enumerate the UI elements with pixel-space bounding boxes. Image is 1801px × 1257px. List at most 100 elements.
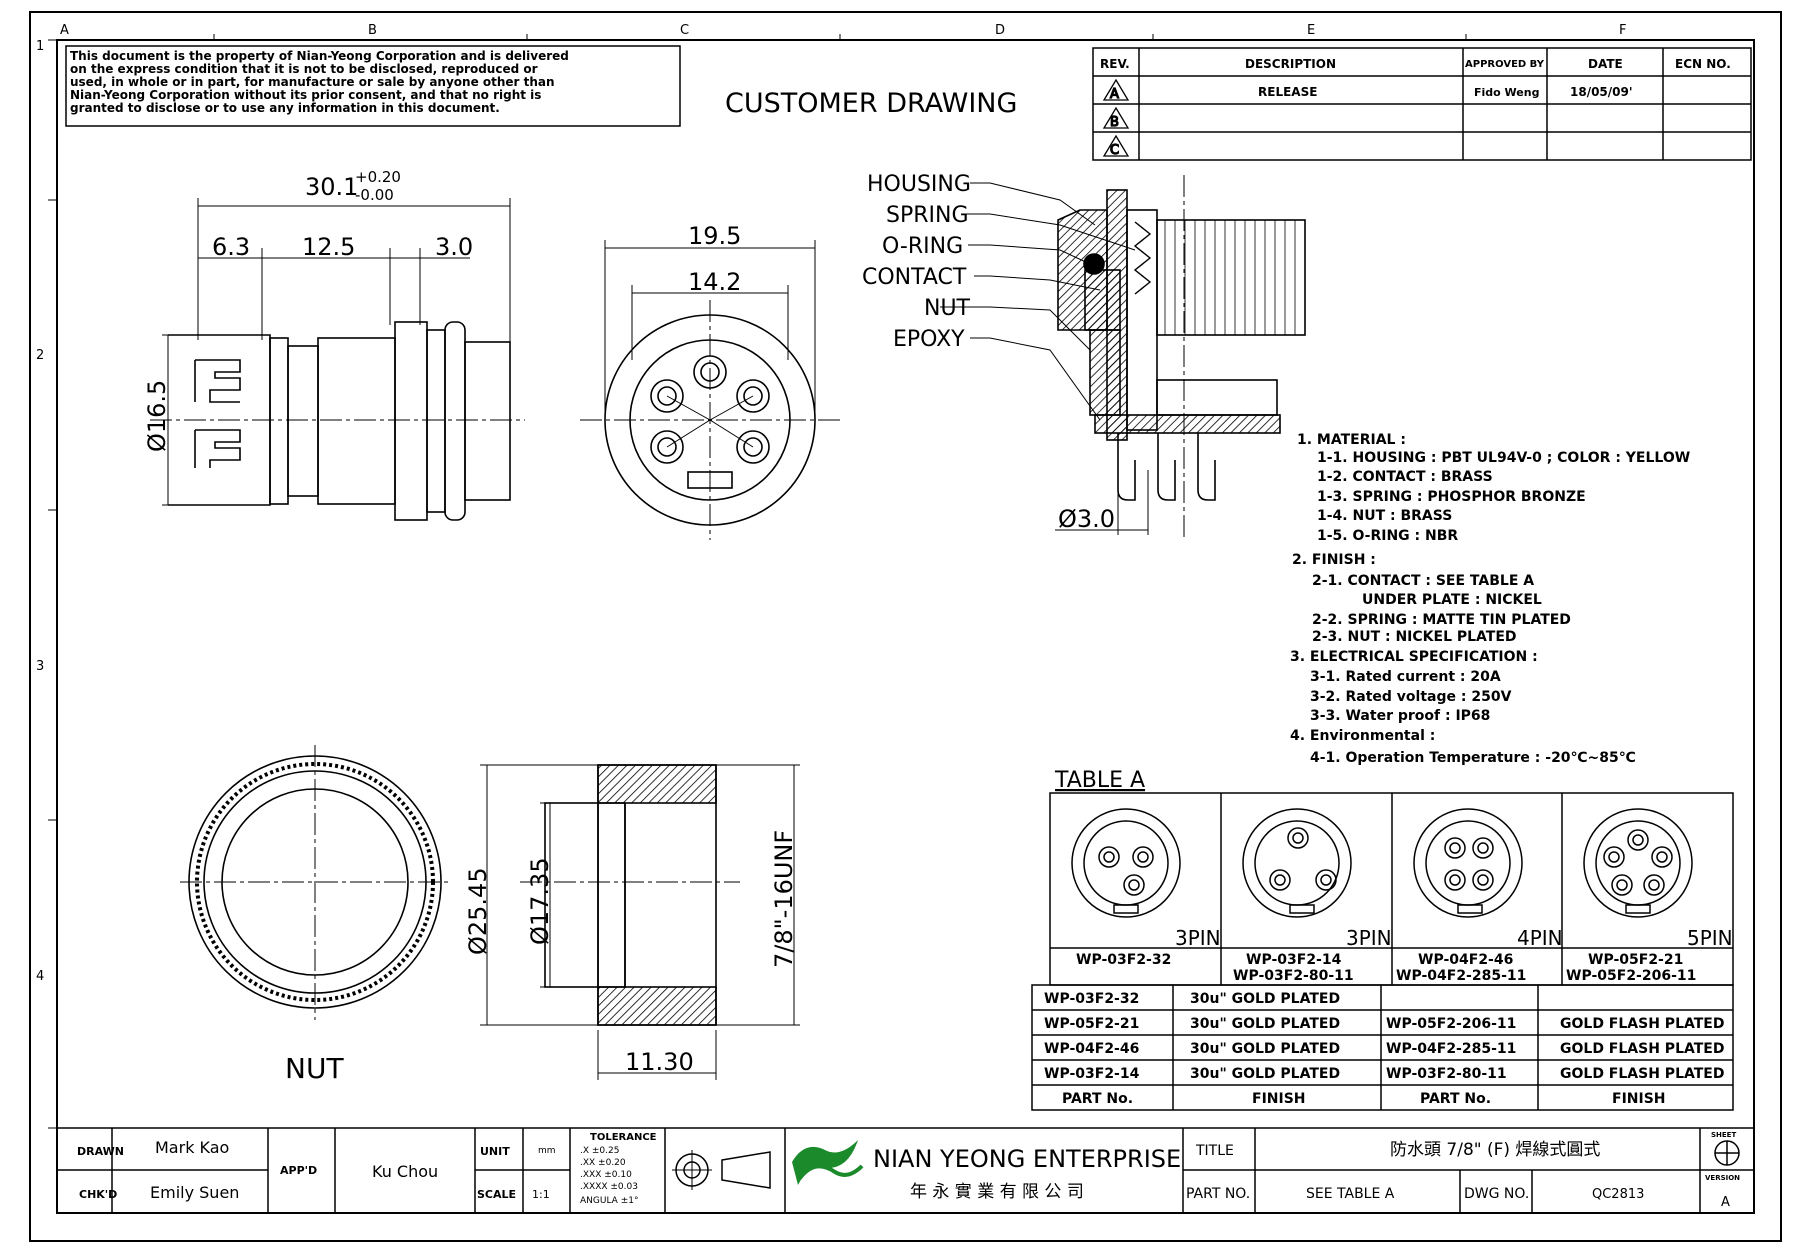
- dim-side-diameter: Ø16.5: [143, 380, 171, 452]
- sheet-symbol-icon: [1714, 1140, 1740, 1166]
- nut-front-view: [180, 745, 450, 1020]
- pin-count-label: 4PIN: [1517, 926, 1563, 950]
- side-view-dimensions: [162, 198, 511, 506]
- pin-part-number: WP-04F2-285-11: [1396, 968, 1526, 984]
- rev-desc: RELEASE: [1258, 85, 1317, 99]
- section-callout-leaders: [940, 182, 1136, 421]
- finish-cell: WP-03F2-32: [1044, 991, 1139, 1007]
- note-line: 1-2. CONTACT : BRASS: [1317, 469, 1493, 485]
- nut-label: NUT: [285, 1052, 344, 1085]
- dim-nut-outer: Ø25.45: [464, 867, 492, 955]
- finish-header: FINISH: [1252, 1091, 1306, 1107]
- dim-nut-thread: 7/8"-16UNF: [770, 830, 798, 968]
- title-block-text: DRAWN Mark Kao CHK'D Emily Suen APP'D Ku…: [77, 1131, 1740, 1210]
- pin-part-number: WP-03F2-32: [1076, 952, 1171, 968]
- finish-cell: GOLD FLASH PLATED: [1560, 1016, 1724, 1032]
- dim-overall-length: 30.1: [305, 173, 358, 201]
- finish-table-grid: [1031, 984, 1734, 1111]
- pin-diagram-3pin-b: [1242, 808, 1352, 918]
- checked-label: CHK'D: [79, 1188, 117, 1201]
- callout-o-ring: O-RING: [882, 234, 963, 259]
- connector-section-view: [1055, 175, 1306, 540]
- company-logo-icon: [792, 1140, 864, 1185]
- note-line: 2-3. NUT : NICKEL PLATED: [1312, 629, 1517, 645]
- sheet-label: SHEET: [1711, 1131, 1736, 1139]
- tolerance-line: .XX ±0.20: [580, 1158, 626, 1168]
- finish-header: PART No.: [1420, 1091, 1491, 1107]
- grid-row-label: 4: [36, 969, 44, 984]
- pin-diagram-5pin: [1583, 808, 1693, 918]
- part-no-value: SEE TABLE A: [1306, 1186, 1395, 1202]
- pin-count-label: 3PIN: [1175, 926, 1221, 950]
- note-line: 3-1. Rated current : 20A: [1310, 669, 1501, 685]
- dim-length-1: 6.3: [212, 233, 250, 261]
- finish-cell: 30u" GOLD PLATED: [1190, 991, 1340, 1007]
- dwg-no-label: DWG NO.: [1464, 1186, 1529, 1202]
- svg-text:C: C: [1110, 143, 1119, 158]
- finish-cell: 30u" GOLD PLATED: [1190, 1066, 1340, 1082]
- svg-text:A: A: [1110, 87, 1119, 102]
- table-a-title: TABLE A: [1054, 768, 1145, 793]
- front-view-dimensions: [604, 240, 816, 420]
- checked-by: Emily Suen: [150, 1183, 239, 1202]
- note-line: 4. Environmental :: [1290, 728, 1435, 744]
- finish-cell: GOLD FLASH PLATED: [1560, 1066, 1724, 1082]
- ecn-header: ECN NO.: [1675, 57, 1731, 71]
- note-line: 2-1. CONTACT : SEE TABLE A: [1312, 573, 1534, 589]
- finish-cell: WP-04F2-285-11: [1386, 1041, 1516, 1057]
- finish-header: FINISH: [1612, 1091, 1666, 1107]
- finish-cell: WP-03F2-14: [1044, 1066, 1140, 1082]
- pin-diagram-3pin-a: [1071, 808, 1181, 918]
- drawing-title: 防水頭 7/8" (F) 焊線式圓式: [1390, 1140, 1600, 1160]
- dim-length-2: 12.5: [302, 233, 355, 261]
- unit-value: mm: [538, 1146, 556, 1156]
- pin-part-numbers: WP-03F2-32 WP-03F2-14 WP-03F2-80-11 WP-0…: [1076, 952, 1696, 984]
- revision-table: [1092, 47, 1752, 161]
- nut-dimensions: [480, 764, 800, 1080]
- svg-text:B: B: [1110, 115, 1119, 130]
- grid-col-label: F: [1619, 23, 1626, 38]
- callout-nut: NUT: [924, 296, 971, 321]
- finish-table-text: WP-03F2-32 30u" GOLD PLATED WP-05F2-21 3…: [1044, 991, 1724, 1107]
- pin-diagram-4pin: [1413, 808, 1523, 918]
- grid-row-label: 2: [36, 348, 44, 363]
- grid-tick-marks: [48, 34, 1467, 1129]
- note-line: 3-3. Water proof : IP68: [1310, 708, 1490, 724]
- company-name: NIAN YEONG ENTERPRISE: [873, 1145, 1181, 1173]
- dwg-no-value: QC2813: [1592, 1187, 1644, 1202]
- grid-col-label: C: [680, 23, 689, 38]
- notice-line: This document is the property of Nian-Ye…: [70, 49, 569, 63]
- scale-label: SCALE: [477, 1188, 516, 1201]
- dim-front-outer: 19.5: [688, 222, 741, 250]
- grid-row-label: 3: [36, 659, 44, 674]
- material-notes: 1. MATERIAL : 1-1. HOUSING : PBT UL94V-0…: [1290, 432, 1690, 766]
- connector-front-view: [580, 300, 840, 540]
- finish-cell: WP-04F2-46: [1044, 1041, 1139, 1057]
- approved-by: Ku Chou: [372, 1162, 438, 1181]
- note-line: 1-4. NUT : BRASS: [1317, 508, 1452, 524]
- pin-count-label: 5PIN: [1687, 926, 1733, 950]
- finish-cell: 30u" GOLD PLATED: [1190, 1016, 1340, 1032]
- finish-cell: WP-03F2-80-11: [1386, 1066, 1507, 1082]
- outer-frame: [29, 11, 1782, 1242]
- dim-length-3: 3.0: [435, 233, 473, 261]
- rev-approved-by: Fido Weng: [1474, 86, 1539, 99]
- title-label: TITLE: [1195, 1143, 1234, 1159]
- grid-row-label: 1: [36, 39, 44, 54]
- pin-part-number: WP-05F2-206-11: [1566, 968, 1696, 984]
- approved-label: APP'D: [280, 1164, 317, 1177]
- finish-cell: WP-05F2-21: [1044, 1016, 1139, 1032]
- tolerance-line: .XXXX ±0.03: [580, 1182, 638, 1192]
- drawn-by: Mark Kao: [155, 1138, 229, 1157]
- finish-cell: 30u" GOLD PLATED: [1190, 1041, 1340, 1057]
- note-line: 2-2. SPRING : MATTE TIN PLATED: [1312, 612, 1571, 628]
- dim-pin-diameter: Ø3.0: [1058, 505, 1115, 533]
- grid-col-label: E: [1307, 23, 1315, 38]
- dim-tol-minus: -0.00: [355, 186, 394, 204]
- note-line: 1-5. O-RING : NBR: [1317, 528, 1458, 544]
- notice-line: used, in whole or in part, for manufactu…: [70, 75, 555, 89]
- revision-table-text: REV. DESCRIPTION APPROVED BY DATE ECN NO…: [1100, 57, 1731, 99]
- unit-label: UNIT: [480, 1145, 510, 1158]
- drawing-heading: CUSTOMER DRAWING: [725, 88, 1017, 119]
- notice-line: Nian-Yeong Corporation without its prior…: [70, 88, 541, 102]
